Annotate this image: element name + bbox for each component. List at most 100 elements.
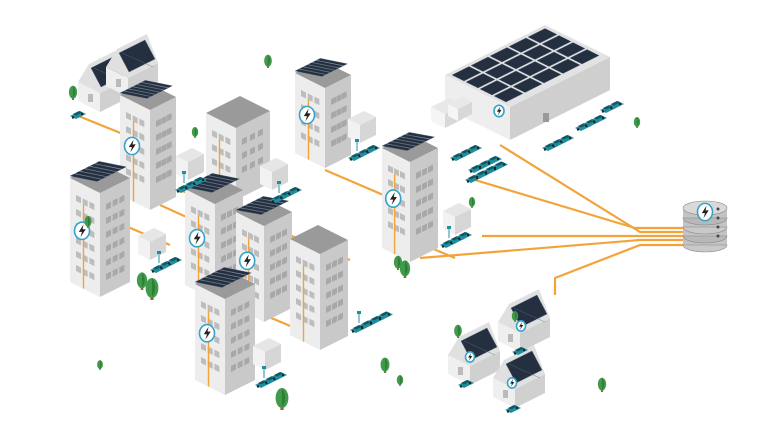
garage-annex: [138, 228, 166, 260]
garage-annex: [176, 148, 204, 180]
lightning-bolt-icon: [384, 189, 402, 209]
house-4: [498, 289, 550, 352]
solar-panel-icon: [550, 58, 581, 74]
solar-panel-icon: [249, 200, 280, 208]
power-line: [419, 238, 685, 260]
solar-panel-icon: [298, 66, 331, 75]
solar-panel-icon: [294, 68, 327, 77]
lightning-bolt-icon: [464, 351, 476, 363]
electric-car-icon: [286, 187, 302, 195]
solar-panel-icon: [489, 47, 520, 63]
solar-panel-icon: [517, 61, 548, 77]
electric-car-icon: [456, 232, 472, 240]
charging-station: [157, 251, 161, 263]
tree-icon: [393, 255, 403, 270]
lightning-bolt-icon: [238, 251, 256, 271]
tree-icon: [264, 54, 272, 68]
lightning-bolt-icon: [298, 105, 316, 125]
solar-panel-icon: [303, 64, 335, 73]
tree-icon: [275, 388, 289, 410]
apartment-block-3: [69, 161, 130, 297]
solar-panel-icon: [219, 267, 252, 276]
solar-panel-icon: [512, 77, 543, 93]
solar-panel-icon: [536, 51, 567, 67]
power-line: [474, 178, 685, 230]
lightning-bolt-icon: [198, 323, 216, 343]
lightning-bolt-icon: [73, 221, 91, 241]
tree-icon: [454, 324, 462, 338]
tree-icon: [380, 357, 390, 373]
solar-panel-icon: [204, 274, 237, 283]
lightning-bolt-icon: [493, 104, 505, 118]
solar-panel-icon: [123, 88, 156, 97]
solar-panel-icon: [316, 58, 348, 66]
tree-icon: [511, 311, 519, 322]
solar-panel-icon: [209, 272, 242, 281]
solar-panel-icon: [510, 294, 548, 328]
tree-icon: [84, 215, 92, 228]
solar-panel-icon: [141, 80, 173, 88]
electric-car-icon: [364, 145, 380, 153]
charging-station: [262, 366, 266, 378]
solar-panel-icon: [79, 168, 112, 177]
solar-panel-icon: [203, 175, 236, 184]
electric-car-icon: [70, 111, 86, 119]
lightning-bolt-icon: [188, 228, 206, 248]
tree-icon: [97, 360, 103, 370]
tree-icon: [145, 278, 159, 300]
solar-panel-icon: [395, 136, 426, 144]
plain-block-2: [290, 225, 348, 350]
solar-panel-icon: [400, 134, 431, 142]
solar-panel-icon: [207, 173, 240, 182]
solar-panel-icon: [69, 173, 102, 182]
solar-panel-icon: [244, 203, 276, 211]
electric-car-icon: [166, 257, 182, 265]
solar-panel-icon: [541, 35, 572, 51]
solar-panel-icon: [118, 39, 156, 73]
lightning-bolt-icon: [123, 136, 141, 156]
solar-panel-icon: [555, 42, 586, 58]
house-5: [493, 345, 545, 408]
charging-station: [447, 226, 451, 238]
solar-panel-icon: [404, 132, 436, 140]
solar-panel-icon: [194, 279, 227, 288]
solar-panel-icon: [254, 198, 285, 206]
solar-panel-icon: [307, 62, 340, 71]
tree-icon: [136, 272, 148, 290]
solar-panel-icon: [505, 350, 543, 384]
solar-panel-icon: [136, 82, 169, 91]
solar-panel-icon: [508, 37, 539, 53]
power-line: [553, 243, 685, 295]
solar-panel-icon: [493, 87, 524, 103]
solar-panel-icon: [74, 171, 107, 180]
charging-station: [182, 171, 186, 183]
solar-panel-icon: [119, 90, 152, 99]
tree-icon: [396, 375, 404, 386]
solar-panel-icon: [381, 143, 412, 151]
database-icon: [696, 202, 714, 222]
solar-panel-icon: [527, 28, 558, 44]
warehouse: [445, 25, 610, 140]
solar-panel-icon: [199, 277, 232, 286]
lightning-bolt-icon: [515, 320, 527, 332]
solar-panel-icon: [128, 86, 160, 95]
electric-car-icon: [271, 372, 287, 380]
tree-icon: [468, 197, 476, 208]
solar-panel-icon: [522, 44, 553, 60]
garage-annex: [253, 338, 281, 370]
solar-panel-icon: [311, 60, 344, 69]
solar-panel-icon: [89, 163, 122, 172]
electric-car-icon: [377, 311, 393, 320]
electric-car-icon: [608, 101, 624, 109]
solar-panel-icon: [503, 54, 534, 70]
tree-icon: [399, 260, 411, 278]
electric-car-icon: [486, 156, 502, 164]
electric-car-icon: [492, 161, 508, 170]
electric-car-icon: [458, 380, 474, 388]
solar-panel-icon: [479, 80, 510, 96]
garage-annex: [260, 158, 288, 190]
garage-annex: [443, 203, 471, 235]
power-line: [499, 144, 685, 234]
solar-panel-icon: [484, 63, 515, 79]
